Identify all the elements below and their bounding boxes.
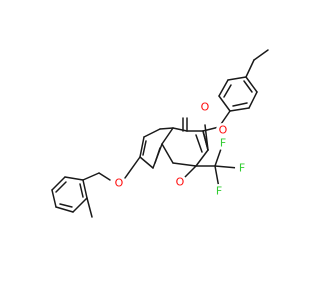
bond <box>218 95 231 112</box>
bond <box>55 206 74 213</box>
atom-aryl-ether-oxygen: O <box>216 123 230 137</box>
bond <box>86 197 93 218</box>
bond <box>202 130 209 151</box>
bond-layer <box>51 49 269 218</box>
atom-ring-oxygen: O <box>173 175 187 189</box>
atom-benzyloxy-oxygen: O <box>112 176 126 190</box>
bond <box>214 165 239 169</box>
bond <box>79 183 84 198</box>
bond <box>64 176 84 181</box>
svg-text:O: O <box>219 124 228 137</box>
bond <box>72 197 88 213</box>
bond <box>229 107 250 112</box>
bond <box>124 156 141 179</box>
atom-carbonyl-oxygen: O <box>198 100 212 114</box>
bond <box>245 76 258 93</box>
svg-text:O: O <box>201 101 210 114</box>
atom-fluorine-1: F <box>235 161 249 175</box>
atom-layer: O O O O F F F <box>112 100 249 198</box>
svg-text:F: F <box>220 137 226 150</box>
bond <box>227 76 247 81</box>
bond <box>82 179 88 199</box>
bond <box>195 149 209 167</box>
bond <box>172 127 188 132</box>
bond <box>195 134 203 153</box>
bond <box>159 127 174 130</box>
atom-fluorine-3: F <box>212 184 226 198</box>
bond <box>232 102 248 107</box>
bond <box>55 181 67 193</box>
bond <box>154 147 161 164</box>
svg-text:F: F <box>216 185 222 198</box>
bond <box>172 162 197 167</box>
svg-text:O: O <box>176 176 185 189</box>
molecule-structure: O O O O F F F <box>51 49 269 218</box>
bond <box>82 172 100 181</box>
bond <box>161 143 174 164</box>
bond <box>245 59 255 78</box>
bond <box>139 136 145 158</box>
bond <box>248 91 258 109</box>
bond <box>161 127 174 145</box>
bond <box>51 176 66 191</box>
bond <box>218 79 229 97</box>
bond <box>59 203 73 208</box>
svg-text:F: F <box>239 162 245 175</box>
bond <box>142 140 147 156</box>
bond <box>98 172 111 181</box>
bond <box>243 80 253 93</box>
bond <box>253 49 269 61</box>
bond <box>51 189 57 208</box>
atom-fluorine-2: F <box>216 136 230 150</box>
bond <box>143 128 161 138</box>
bond <box>223 84 232 98</box>
svg-text:O: O <box>115 177 124 190</box>
bond <box>183 165 197 179</box>
bond <box>139 156 154 169</box>
